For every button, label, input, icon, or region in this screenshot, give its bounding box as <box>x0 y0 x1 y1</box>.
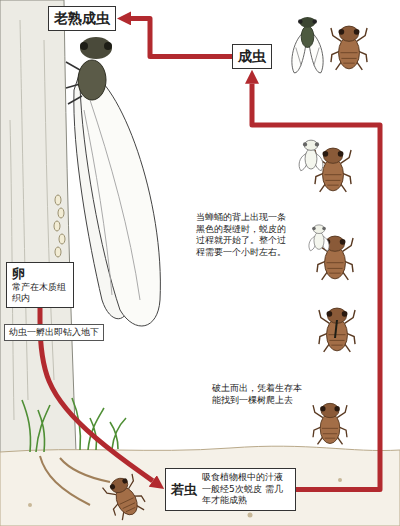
old-adult-cicada <box>66 37 160 326</box>
molting-stage <box>309 225 353 280</box>
stage-name: 若虫 <box>171 481 197 499</box>
note-text: 破土而出，凭着生存本能找到一棵树爬上去 <box>212 383 304 406</box>
tree-trunk <box>0 0 76 458</box>
stage-box: 成虫 <box>232 44 272 69</box>
ground <box>0 446 400 526</box>
note-text: 当蝉蛹的背上出现一条黑色的裂缝时，蜕皮的过程就开始了。整个过程需要一个小时左右。 <box>196 212 292 259</box>
arrow-label: 幼虫一孵出即钻入地下 <box>4 324 104 341</box>
stage-name: 卵 <box>12 266 68 282</box>
stage-name: 老熟成虫 <box>54 10 110 27</box>
molting-stage <box>319 308 355 352</box>
stage-box: 若虫吸食植物根中的汁液 一般经5次蜕皮 需几年才能成熟 <box>165 468 296 511</box>
stage-note: 常产在木质组织内 <box>12 282 68 305</box>
grass <box>22 398 126 452</box>
life-cycle-arrow <box>131 18 232 56</box>
underground-nymph <box>102 472 148 521</box>
stage-box: 老熟成虫 <box>48 6 116 31</box>
eggs <box>54 195 65 257</box>
molting-stage <box>299 140 351 192</box>
life-cycle-arrow <box>252 84 380 490</box>
stage-note: 吸食植物根中的汁液 一般经5次蜕皮 需几年才能成熟 <box>202 472 290 507</box>
adult-and-shell <box>292 17 367 73</box>
stage-box: 卵常产在木质组织内 <box>6 262 74 308</box>
emerging-nymph <box>313 403 347 444</box>
stage-name: 成虫 <box>238 48 266 65</box>
